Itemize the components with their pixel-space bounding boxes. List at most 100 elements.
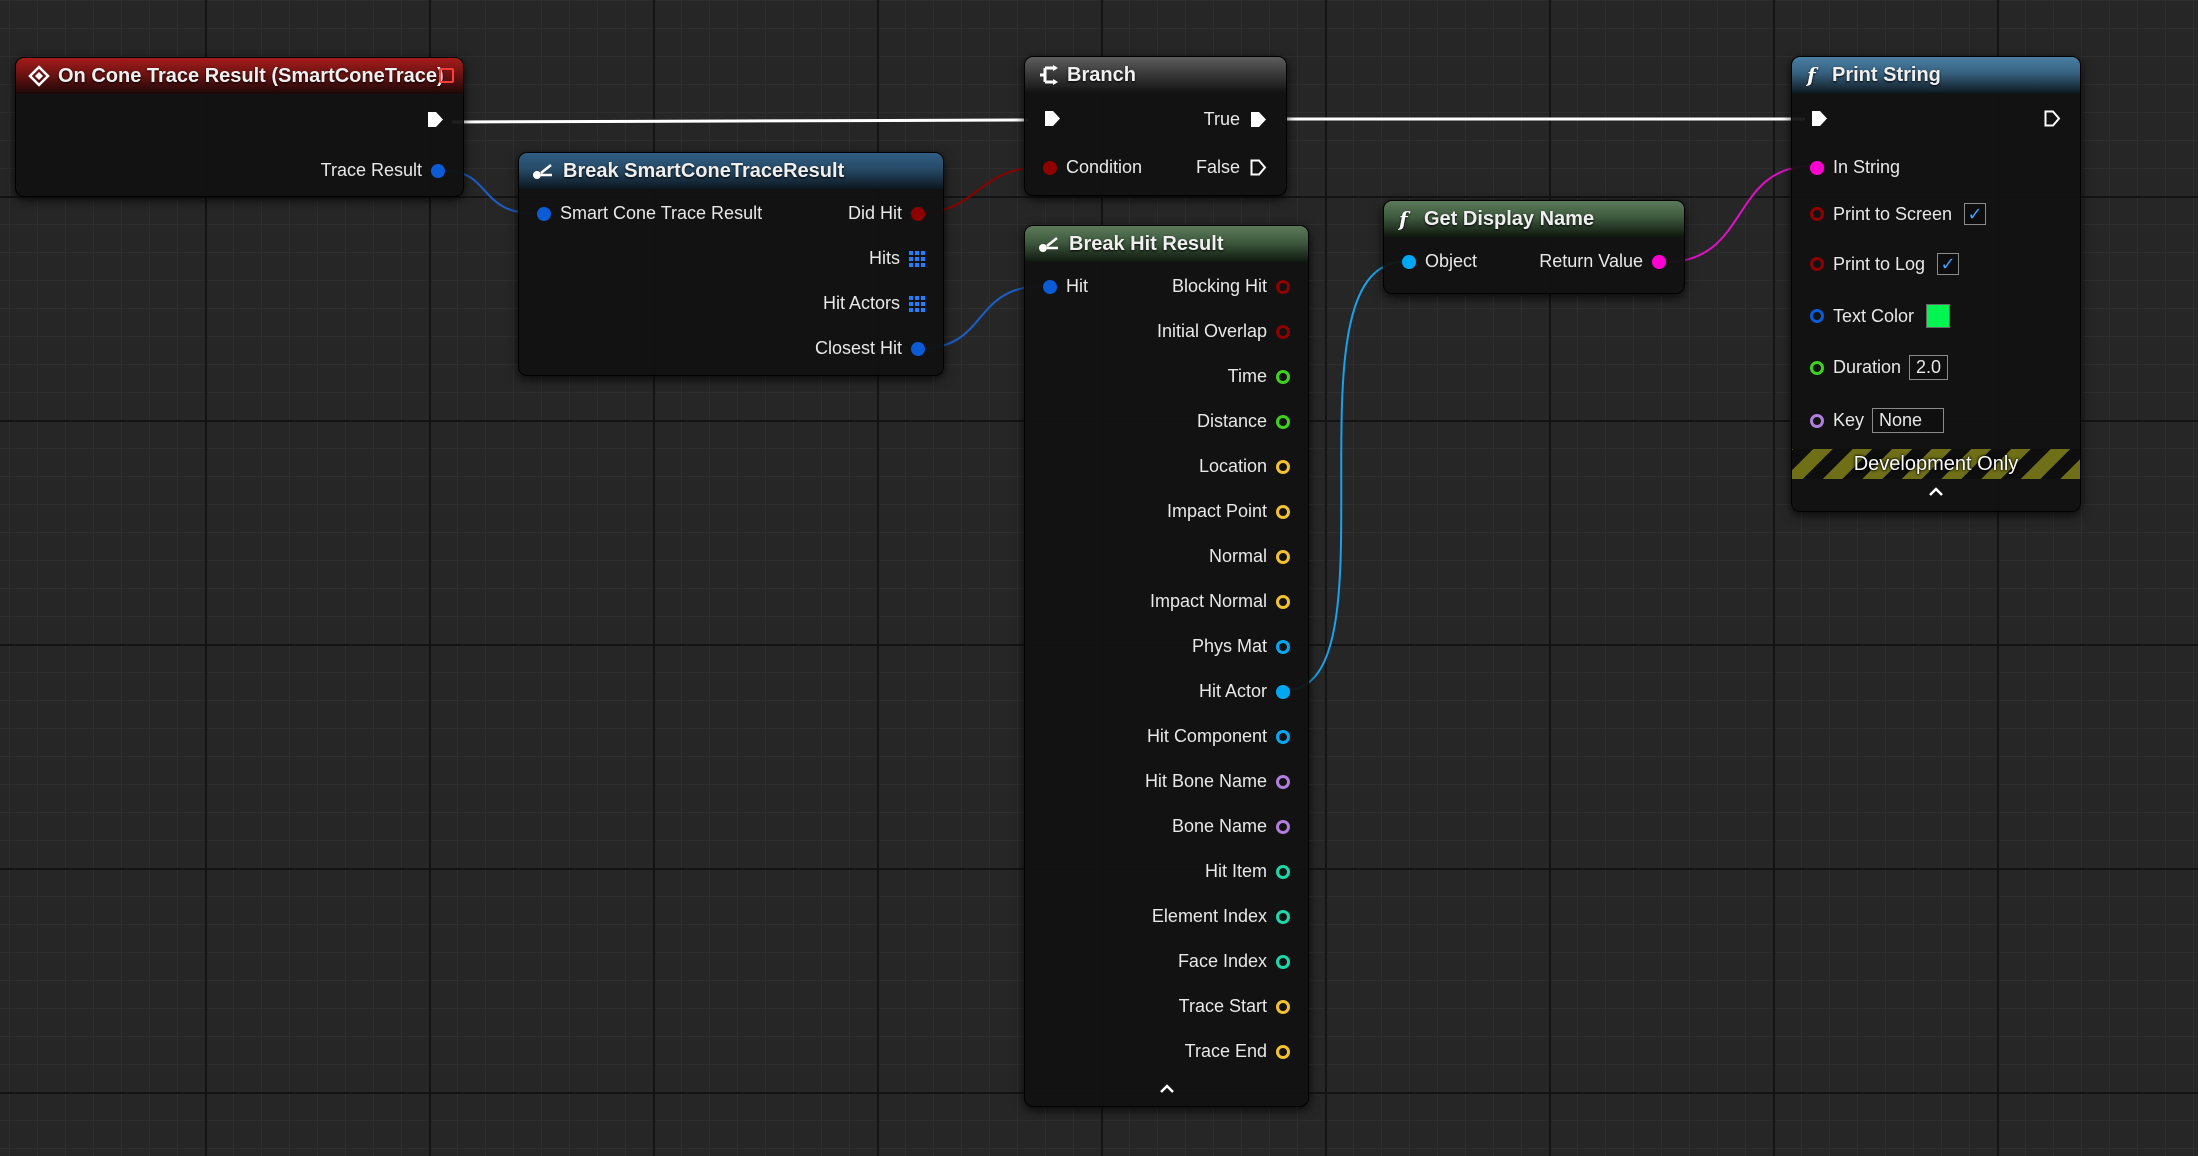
- pin-print-to-screen[interactable]: Print to Screen ✓: [1810, 203, 1987, 225]
- key-input[interactable]: None: [1872, 408, 1945, 433]
- pin-impact-normal[interactable]: Impact Normal: [1150, 591, 1290, 612]
- pin-blocking-hit[interactable]: Blocking Hit: [1172, 276, 1290, 297]
- print-to-log-checkbox[interactable]: ✓: [1937, 253, 1960, 275]
- pin-distance[interactable]: Distance: [1197, 411, 1290, 432]
- vector-pin-icon: [1276, 504, 1290, 519]
- pin-exec-out[interactable]: [417, 110, 445, 129]
- pin-phys-mat[interactable]: Phys Mat: [1192, 636, 1290, 657]
- pin-label: Trace End: [1184, 1041, 1267, 1061]
- pin-did-hit[interactable]: Did Hit: [848, 203, 925, 224]
- pin-label: Hits: [869, 248, 900, 268]
- name-pin-icon: [1276, 819, 1290, 834]
- pin-label: Print to Log: [1833, 253, 1926, 274]
- pin-hit[interactable]: Hit: [1043, 276, 1088, 297]
- break-struct-icon: [533, 164, 552, 179]
- exec-pin-icon: [1045, 111, 1060, 126]
- pin-hit-component[interactable]: Hit Component: [1147, 726, 1290, 747]
- pin-location[interactable]: Location: [1199, 456, 1290, 477]
- duration-input[interactable]: 2.0: [1909, 355, 1949, 380]
- boolean-pin-icon: [911, 206, 925, 221]
- boolean-pin-icon: [1810, 257, 1824, 271]
- pin-hit-item[interactable]: Hit Item: [1205, 861, 1290, 882]
- node-print-string[interactable]: f Print String In String Print to Screen…: [1791, 56, 2081, 512]
- struct-pin-icon: [431, 163, 445, 178]
- print-to-screen-checkbox[interactable]: ✓: [1964, 203, 1987, 225]
- pin-closest-hit[interactable]: Closest Hit: [815, 338, 925, 359]
- node-title: Branch: [1067, 63, 1136, 86]
- pin-false[interactable]: False: [1196, 157, 1268, 178]
- pin-label: Initial Overlap: [1156, 321, 1267, 341]
- pin-element-index[interactable]: Element Index: [1152, 906, 1290, 927]
- pin-time[interactable]: Time: [1228, 366, 1290, 387]
- pin-label: Duration: [1833, 357, 1902, 377]
- branch-icon: [1040, 65, 1058, 85]
- pin-normal[interactable]: Normal: [1209, 546, 1290, 567]
- pin-in-string[interactable]: In String: [1810, 157, 1900, 178]
- boolean-pin-icon: [1043, 160, 1057, 175]
- pin-trace-end[interactable]: Trace End: [1185, 1041, 1290, 1062]
- integer-pin-icon: [1276, 909, 1290, 924]
- node-header[interactable]: f Print String: [1792, 57, 2080, 93]
- node-title: Break SmartConeTraceResult: [563, 159, 845, 182]
- pin-impact-point[interactable]: Impact Point: [1167, 501, 1290, 522]
- pin-label: Print to Screen: [1833, 203, 1953, 224]
- pin-label: Impact Normal: [1149, 591, 1267, 611]
- pin-label: Hit Component: [1146, 726, 1267, 746]
- pin-hit-bone-name[interactable]: Hit Bone Name: [1145, 771, 1290, 792]
- pin-key[interactable]: Key None: [1810, 408, 1945, 433]
- pin-trace-start[interactable]: Trace Start: [1179, 996, 1290, 1017]
- collapse-chevron-icon[interactable]: [1926, 485, 1946, 497]
- pin-hits[interactable]: Hits: [869, 248, 925, 269]
- node-header[interactable]: Break Hit Result: [1025, 226, 1308, 262]
- delegate-pin-icon[interactable]: [439, 68, 454, 83]
- node-get-display-name[interactable]: f Get Display Name Object Return Value: [1383, 200, 1685, 294]
- object-pin-icon: [1276, 684, 1290, 699]
- svg-text:f: f: [1397, 208, 1411, 230]
- event-node-on-cone-trace-result[interactable]: On Cone Trace Result (SmartConeTrace) Tr…: [15, 57, 464, 197]
- node-header[interactable]: On Cone Trace Result (SmartConeTrace): [16, 58, 463, 94]
- pin-label: Object: [1425, 251, 1478, 271]
- node-header[interactable]: f Get Display Name: [1384, 201, 1684, 237]
- pin-label: Smart Cone Trace Result: [560, 203, 763, 223]
- pin-exec-out[interactable]: [2034, 109, 2062, 128]
- node-title: On Cone Trace Result (SmartConeTrace): [58, 64, 444, 87]
- pin-object[interactable]: Object: [1402, 251, 1477, 272]
- integer-pin-icon: [1276, 954, 1290, 969]
- pin-duration[interactable]: Duration 2.0: [1810, 355, 1949, 380]
- array-pin-icon: [909, 295, 925, 312]
- pin-initial-overlap[interactable]: Initial Overlap: [1157, 321, 1290, 342]
- pin-true[interactable]: True: [1204, 109, 1268, 130]
- pin-label: Condition: [1066, 157, 1143, 177]
- vector-pin-icon: [1276, 594, 1290, 609]
- text-color-swatch[interactable]: [1926, 304, 1951, 328]
- pin-hit-actor[interactable]: Hit Actor: [1199, 681, 1290, 702]
- pin-hit-actors[interactable]: Hit Actors: [823, 293, 925, 314]
- node-break-smart-cone-trace-result[interactable]: Break SmartConeTraceResult Smart Cone Tr…: [518, 152, 944, 376]
- pin-trace-result[interactable]: Trace Result: [321, 160, 445, 181]
- pin-exec-in[interactable]: [1810, 109, 1838, 128]
- svg-text:f: f: [1805, 64, 1819, 86]
- name-pin-icon: [1810, 413, 1824, 428]
- node-header[interactable]: Branch: [1025, 57, 1286, 93]
- pin-smart-cone-trace-result[interactable]: Smart Cone Trace Result: [537, 203, 762, 224]
- object-pin-icon: [1276, 729, 1290, 744]
- pin-text-color[interactable]: Text Color: [1810, 304, 1951, 328]
- node-branch[interactable]: Branch True Condition False: [1024, 56, 1287, 196]
- pin-label: Hit Actor: [1198, 681, 1267, 701]
- exec-pin-outline-icon: [2044, 110, 2061, 127]
- function-icon: f: [1397, 208, 1411, 230]
- event-diamond-icon: [28, 65, 50, 87]
- pin-label: Face Index: [1177, 951, 1267, 971]
- integer-pin-icon: [1276, 864, 1290, 879]
- pin-print-to-log[interactable]: Print to Log ✓: [1810, 253, 1960, 275]
- node-header[interactable]: Break SmartConeTraceResult: [519, 153, 943, 189]
- pin-face-index[interactable]: Face Index: [1178, 951, 1290, 972]
- struct-pin-icon: [1043, 279, 1057, 294]
- pin-condition[interactable]: Condition: [1043, 157, 1142, 178]
- exec-pin-icon: [428, 112, 443, 127]
- pin-bone-name[interactable]: Bone Name: [1172, 816, 1290, 837]
- node-break-hit-result[interactable]: Break Hit Result Hit Blocking Hit Initia…: [1024, 225, 1309, 1107]
- pin-return-value[interactable]: Return Value: [1539, 251, 1666, 272]
- collapse-chevron-icon[interactable]: [1157, 1082, 1177, 1094]
- pin-exec-in[interactable]: [1043, 109, 1071, 128]
